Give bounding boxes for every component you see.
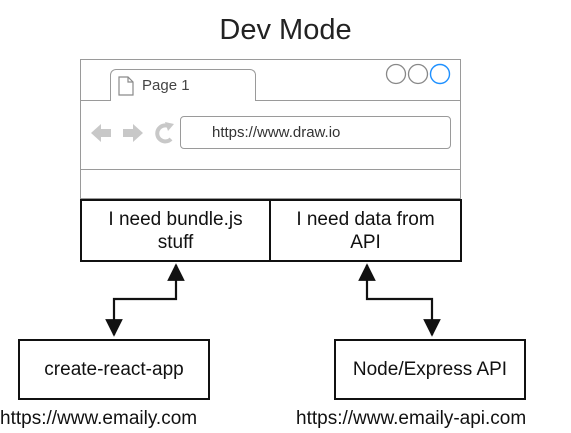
refresh-icon[interactable]: [155, 122, 174, 144]
close-circle-icon[interactable]: [429, 63, 451, 85]
express-api-label: Node/Express API: [352, 359, 508, 380]
tab-label: Page 1: [142, 77, 190, 94]
emaily-url: https://www.emaily.com: [0, 408, 198, 429]
diagram-title: Dev Mode: [219, 14, 352, 46]
maximize-circle-icon[interactable]: [407, 63, 429, 85]
bundle-request-label: I need bundle.js stuff: [108, 208, 243, 253]
page-icon: [118, 76, 134, 96]
browser-tab[interactable]: [110, 69, 256, 101]
tabbar-line-left: [80, 100, 111, 101]
minimize-circle-icon[interactable]: [385, 63, 407, 85]
left-connector-arrow: [105, 263, 185, 337]
tabbar-line-right: [255, 100, 461, 101]
create-react-app-box: create-react-app: [18, 339, 210, 400]
emaily-api-url: https://www.emaily-api.com: [296, 408, 527, 429]
address-bar[interactable]: [180, 116, 451, 149]
api-request-label: I need data from API: [296, 208, 435, 253]
back-arrow-icon[interactable]: [91, 124, 111, 142]
forward-arrow-icon[interactable]: [123, 124, 143, 142]
address-text: https://www.draw.io: [212, 124, 341, 141]
right-connector-arrow: [358, 263, 441, 337]
api-request-box: I need data from API: [269, 199, 462, 262]
express-api-box: Node/Express API: [334, 339, 526, 400]
create-react-app-label: create-react-app: [44, 359, 184, 380]
toolbar-divider: [80, 169, 461, 170]
